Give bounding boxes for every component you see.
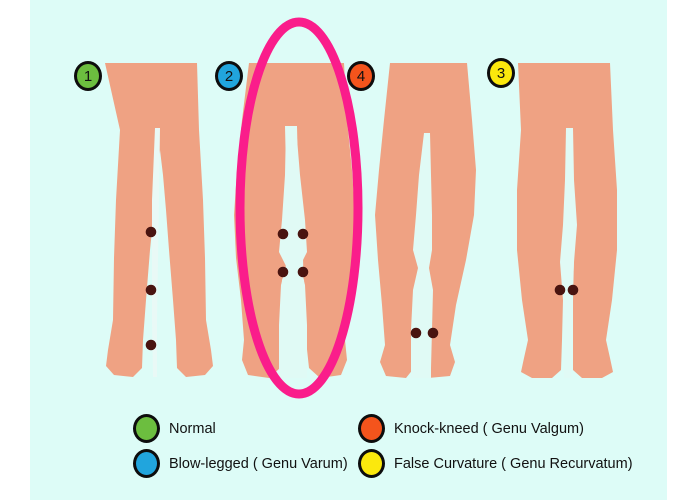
- marker-badge-label: 4: [356, 67, 366, 85]
- marker-badge-label: 3: [496, 64, 506, 82]
- landmark-dot: [145, 226, 157, 238]
- bow-legged-inner-gap-fill: [279, 126, 307, 378]
- landmark-dot: [410, 327, 422, 339]
- legend-color-swatch-icon: [133, 449, 160, 478]
- legend-item-label: False Curvature ( Genu Recurvatum): [394, 455, 633, 472]
- landmark-dot: [145, 339, 157, 351]
- leg-bow-legged-landmark-dots: [277, 228, 309, 278]
- legend-item-label: Normal: [169, 420, 216, 437]
- legend-item-false-curvature[interactable]: False Curvature ( Genu Recurvatum): [358, 449, 633, 478]
- leg-false-curvature-landmark-dots: [554, 284, 579, 296]
- legend-item-normal[interactable]: Normal: [133, 414, 216, 443]
- legend-color-swatch-icon: [358, 449, 385, 478]
- landmark-dot: [277, 266, 289, 278]
- marker-badge-knock-kneed[interactable]: 4: [347, 61, 375, 91]
- legend-color-swatch-icon: [358, 414, 385, 443]
- leg-normal-landmark-dots: [145, 226, 157, 351]
- leg-figure-false-curvature: [517, 63, 617, 378]
- landmark-dot: [567, 284, 579, 296]
- false-curvature-leg-silhouette: [517, 63, 617, 378]
- leg-figure-knock-kneed: [375, 63, 476, 378]
- leg-figure-bow-legged: [234, 63, 355, 378]
- normal-leg-inner-gap: [152, 128, 160, 377]
- knock-kneed-leg-silhouette: [375, 63, 476, 378]
- legend-item-knock-kneed[interactable]: Knock-kneed ( Genu Valgum): [358, 414, 584, 443]
- marker-badge-bow-legged[interactable]: 2: [215, 61, 243, 91]
- landmark-dot: [554, 284, 566, 296]
- bow-legged-highlight-ellipse: [235, 17, 363, 399]
- landmark-dot: [277, 228, 289, 240]
- false-curvature-inner-gap: [560, 128, 577, 378]
- normal-leg-silhouette: [105, 63, 213, 377]
- legend-color-swatch-icon: [133, 414, 160, 443]
- leg-figure-normal: [105, 63, 213, 377]
- marker-badge-label: 1: [83, 67, 93, 85]
- landmark-dot: [297, 228, 309, 240]
- landmark-dot: [427, 327, 439, 339]
- marker-badge-false-curvature[interactable]: 3: [487, 58, 515, 88]
- knock-kneed-inner-gap: [411, 133, 433, 378]
- leg-knock-kneed-landmark-dots: [410, 327, 439, 339]
- bow-legged-leg-silhouette: [234, 63, 355, 378]
- landmark-dot: [145, 284, 157, 296]
- marker-badge-normal[interactable]: 1: [74, 61, 102, 91]
- legend-item-label: Blow-legged ( Genu Varum): [169, 455, 348, 472]
- marker-badge-label: 2: [224, 67, 234, 85]
- landmark-dot: [297, 266, 309, 278]
- legend-item-bow-legged[interactable]: Blow-legged ( Genu Varum): [133, 449, 348, 478]
- legend-item-label: Knock-kneed ( Genu Valgum): [394, 420, 584, 437]
